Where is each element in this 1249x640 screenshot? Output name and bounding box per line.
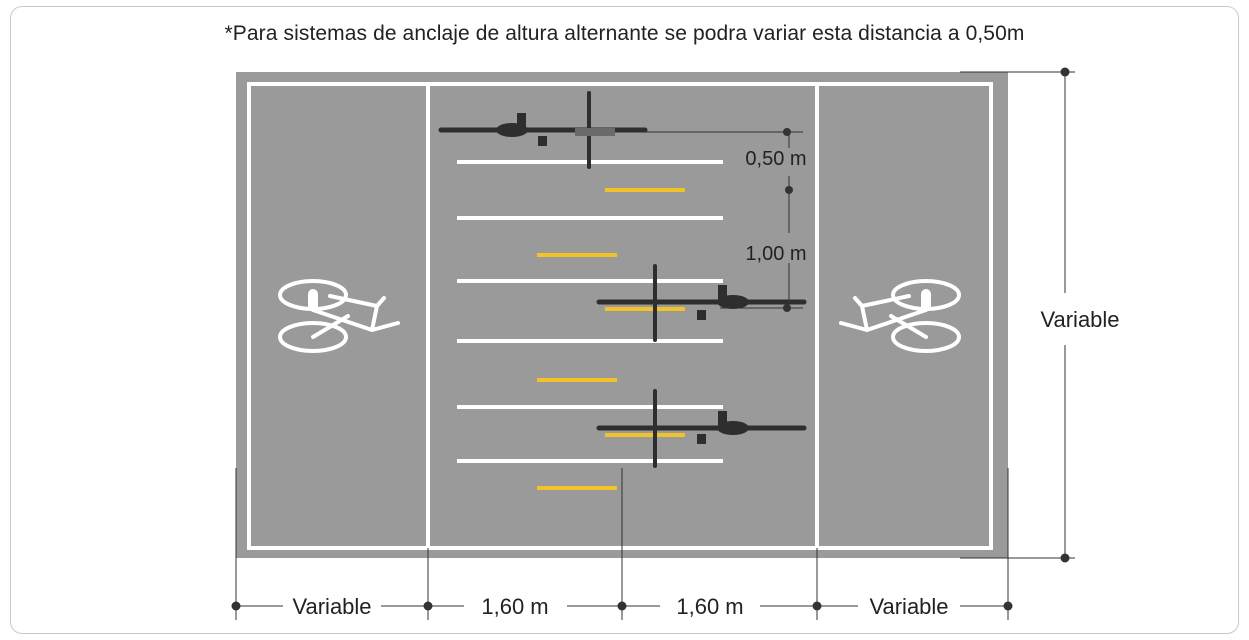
yellow-stripes (537, 188, 685, 490)
parking-outline (247, 82, 993, 550)
bicycle-symbol-right-icon (839, 279, 961, 353)
bottom-label-mid2: 1,60 m (676, 594, 743, 619)
height-label: Variable (1040, 307, 1119, 332)
bottom-dimensions (231, 468, 1013, 620)
bottom-label-left: Variable (292, 594, 371, 619)
bicycle-symbol-left-icon (278, 279, 400, 353)
bike-top-view-1 (438, 91, 648, 169)
bottom-label-right: Variable (869, 594, 948, 619)
dim-label-050: 0,50 m (745, 148, 806, 170)
bottom-label-mid1: 1,60 m (481, 594, 548, 619)
bike-top-view-3 (596, 389, 807, 468)
inner-dimension-lines (645, 128, 803, 312)
height-dimension (960, 67, 1075, 563)
footnote-text: *Para sistemas de anclaje de altura alte… (224, 22, 1025, 45)
dim-label-100: 1,00 m (745, 243, 806, 265)
bike-top-view-2 (596, 264, 807, 342)
